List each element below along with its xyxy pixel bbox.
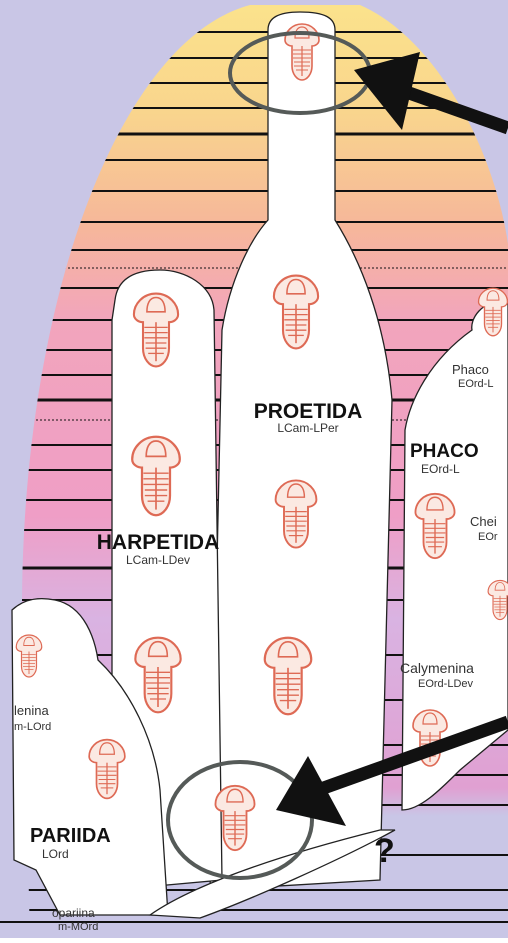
pariida-label: PARIIDA: [30, 825, 111, 847]
opariina-range: m-MOrd: [58, 921, 98, 933]
phacopida-label: PHACO: [410, 441, 479, 462]
pariida-range: LOrd: [42, 847, 69, 861]
phacopina-range: EOrd-L: [458, 378, 493, 390]
proetida-label: PROETIDA: [254, 400, 363, 423]
question-mark: ?: [374, 832, 395, 870]
phacopida-range: EOrd-L: [421, 462, 460, 476]
calymenina-label: Calymenina: [400, 660, 474, 676]
cheirurina-range: EOr: [478, 531, 498, 543]
proetida-range: LCam-LPer: [277, 421, 338, 435]
harpetida-range: LCam-LDev: [126, 553, 190, 567]
calymenina-range: EOrd-LDev: [418, 678, 474, 690]
phacopina-label: Phaco: [452, 362, 489, 377]
leninae-label: lenina: [14, 703, 49, 718]
opariina-label: opariina: [52, 906, 95, 920]
cheirurina-label: Chei: [470, 514, 497, 529]
harpetida-label: HARPETIDA: [97, 531, 220, 554]
leninae-range: m-LOrd: [14, 721, 51, 733]
